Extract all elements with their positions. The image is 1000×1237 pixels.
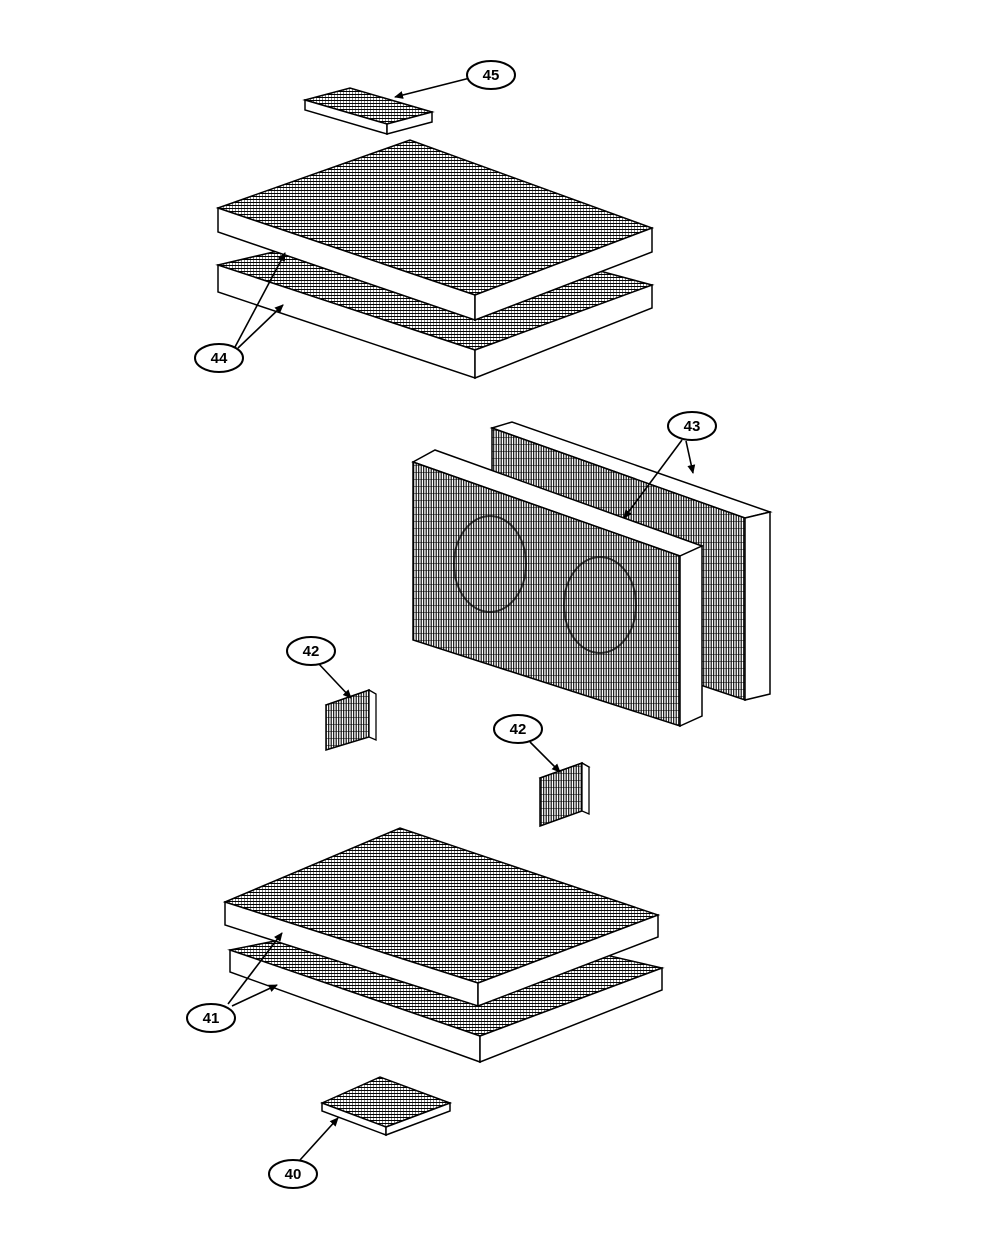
callout-42-left-label: 42 — [303, 643, 320, 660]
part-44-upper-panel — [215, 139, 655, 322]
callout-43: 43 — [667, 411, 717, 441]
part-41-upper-panel — [222, 827, 661, 1008]
part-45-small-filter — [302, 87, 435, 136]
callout-45: 45 — [466, 60, 516, 90]
part-42-right-filter — [538, 761, 591, 828]
callout-40-label: 40 — [285, 1166, 302, 1183]
callout-42-right: 42 — [493, 714, 543, 744]
callout-40-bubble — [268, 1159, 318, 1189]
callout-42-left: 42 — [286, 636, 336, 666]
callout-44: 44 — [194, 343, 244, 373]
callout-40: 40 — [268, 1159, 318, 1189]
callout-41-label: 41 — [203, 1010, 220, 1027]
callout-45-label: 45 — [483, 67, 500, 84]
callout-41: 41 — [186, 1003, 236, 1033]
callout-41-bubble — [186, 1003, 236, 1033]
callout-45-bubble — [466, 60, 516, 90]
part-42-left-filter — [324, 688, 377, 752]
callout-42-right-bubble — [493, 714, 543, 744]
leader-lines — [227, 77, 696, 1161]
callout-44-bubble — [194, 343, 244, 373]
callout-43-bubble — [667, 411, 717, 441]
part-43-front-panel — [411, 449, 704, 728]
part-40-small-filter — [320, 1076, 453, 1137]
callout-44-label: 44 — [211, 350, 228, 367]
callout-43-label: 43 — [684, 418, 701, 435]
callout-42-left-bubble — [286, 636, 336, 666]
callout-42-right-label: 42 — [510, 721, 527, 738]
